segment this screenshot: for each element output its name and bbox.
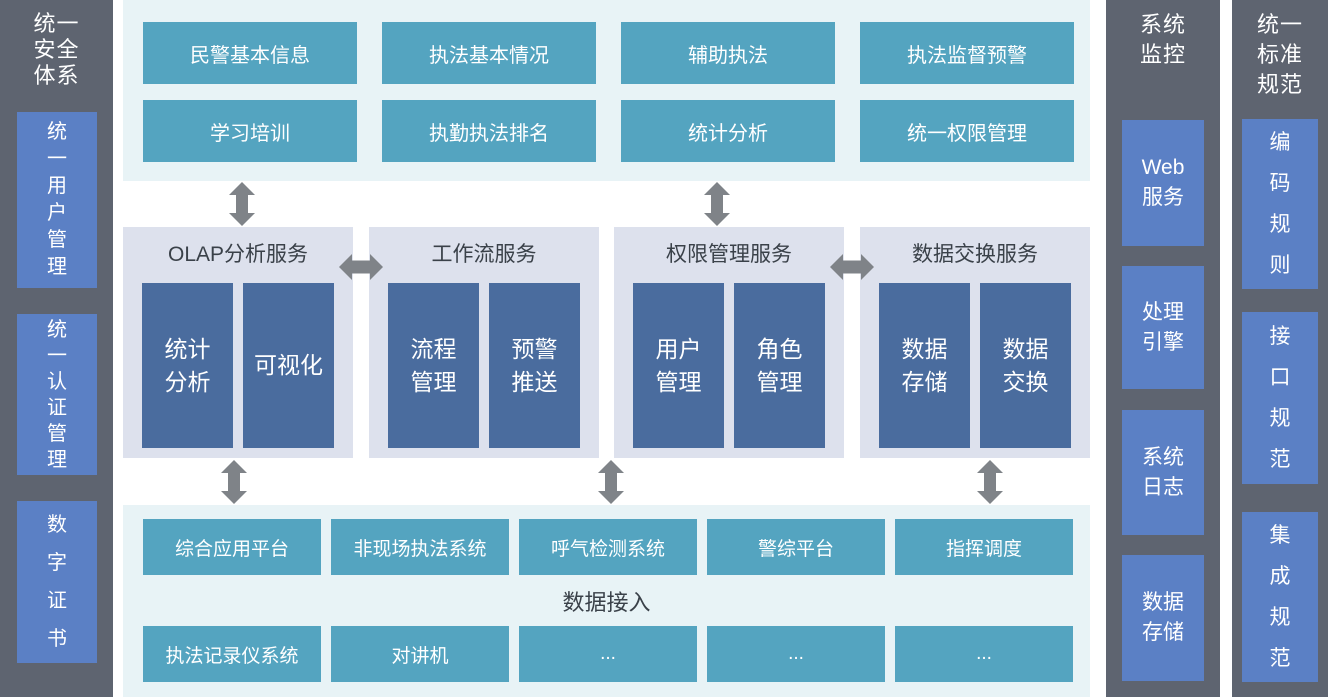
security-item-digital-certificate: 数 字 证 书	[17, 501, 97, 663]
source-box-ellipsis-1: ...	[519, 626, 697, 682]
service-box-data-storage: 数据 存储	[879, 283, 970, 448]
double-arrow-vertical-icon	[221, 460, 247, 504]
service-box-statistical-analysis: 统计 分析	[142, 283, 233, 448]
security-item-user-management: 统 一 用 户 管 理	[17, 112, 97, 288]
data-access-section: 综合应用平台 非现场执法系统 呼气检测系统 警综平台 指挥调度 数据接入 执法记…	[123, 505, 1090, 697]
source-box-breath-test-system: 呼气检测系统	[519, 519, 697, 575]
service-panel-title: 数据交换服务	[912, 243, 1038, 266]
app-box-statistical-analysis: 统计分析	[621, 100, 835, 162]
app-box-police-basic-info: 民警基本信息	[143, 22, 357, 84]
source-box-integrated-platform: 综合应用平台	[143, 519, 321, 575]
app-box-duty-ranking: 执勤执法排名	[382, 100, 596, 162]
monitor-item-system-log: 系统 日志	[1122, 410, 1204, 535]
service-panel-title: 工作流服务	[431, 243, 537, 266]
security-system-title: 统一 安全 体系	[33, 11, 80, 88]
app-box-auxiliary-enforcement: 辅助执法	[621, 22, 835, 84]
unified-standards-title: 统一 标准 规范	[1256, 12, 1303, 97]
data-access-label: 数据接入	[562, 590, 651, 615]
double-arrow-vertical-icon	[704, 182, 730, 226]
service-panel-data-exchange: 数据交换服务 数据 存储 数据 交换	[860, 227, 1090, 458]
main-area: 民警基本信息 执法基本情况 辅助执法 执法监督预警 学习培训 执勤执法排名 统计…	[123, 0, 1090, 697]
app-box-supervision-warning: 执法监督预警	[860, 22, 1074, 84]
source-box-command-dispatch: 指挥调度	[895, 519, 1073, 575]
service-box-visualization: 可视化	[243, 283, 334, 448]
system-monitoring-title: 系统 监控	[1139, 12, 1186, 67]
double-arrow-vertical-icon	[598, 460, 624, 504]
service-panel-olap: OLAP分析服务 统计 分析 可视化	[123, 227, 353, 458]
double-arrow-vertical-icon	[977, 460, 1003, 504]
service-box-process-management: 流程 管理	[388, 283, 479, 448]
security-item-auth-management: 统 一 认 证 管 理	[17, 314, 97, 475]
source-box-ellipsis-3: ...	[895, 626, 1073, 682]
service-box-warning-push: 预警 推送	[489, 283, 580, 448]
service-panel-permission: 权限管理服务 用户 管理 角色 管理	[614, 227, 844, 458]
standard-item-interface-spec: 接 口 规 范	[1242, 312, 1318, 484]
app-box-unified-permission: 统一权限管理	[860, 100, 1074, 162]
source-box-intercom: 对讲机	[331, 626, 509, 682]
sidebar-security-system: 统一 安全 体系 统 一 用 户 管 理 统 一 认 证 管 理 数 字 证 书	[0, 0, 113, 697]
app-box-law-enforcement-basics: 执法基本情况	[382, 22, 596, 84]
sidebar-system-monitoring: 系统 监控 Web 服务 处理 引擎 系统 日志 数据 存储	[1106, 0, 1220, 697]
source-box-ellipsis-2: ...	[707, 626, 885, 682]
sidebar-unified-standards: 统一 标准 规范 编 码 规 则 接 口 规 范 集 成 规 范	[1232, 0, 1328, 697]
double-arrow-horizontal-icon	[830, 254, 874, 280]
double-arrow-horizontal-icon	[339, 254, 383, 280]
service-box-role-management: 角色 管理	[734, 283, 825, 448]
service-panel-workflow: 工作流服务 流程 管理 预警 推送	[369, 227, 599, 458]
double-arrow-vertical-icon	[229, 182, 255, 226]
app-box-learning-training: 学习培训	[143, 100, 357, 162]
source-box-offsite-enforcement: 非现场执法系统	[331, 519, 509, 575]
service-box-user-management: 用户 管理	[633, 283, 724, 448]
service-panel-title: 权限管理服务	[666, 243, 792, 266]
standard-item-integration-spec: 集 成 规 范	[1242, 512, 1318, 682]
application-layer-section: 民警基本信息 执法基本情况 辅助执法 执法监督预警 学习培训 执勤执法排名 统计…	[123, 0, 1090, 181]
monitor-item-web-service: Web 服务	[1122, 120, 1204, 246]
monitor-item-data-storage: 数据 存储	[1122, 555, 1204, 681]
service-box-data-exchange: 数据 交换	[980, 283, 1071, 448]
monitor-item-processing-engine: 处理 引擎	[1122, 266, 1204, 389]
standard-item-coding-rules: 编 码 规 则	[1242, 119, 1318, 289]
service-panel-title: OLAP分析服务	[167, 243, 309, 266]
source-box-police-platform: 警综平台	[707, 519, 885, 575]
source-box-body-camera-system: 执法记录仪系统	[143, 626, 321, 682]
